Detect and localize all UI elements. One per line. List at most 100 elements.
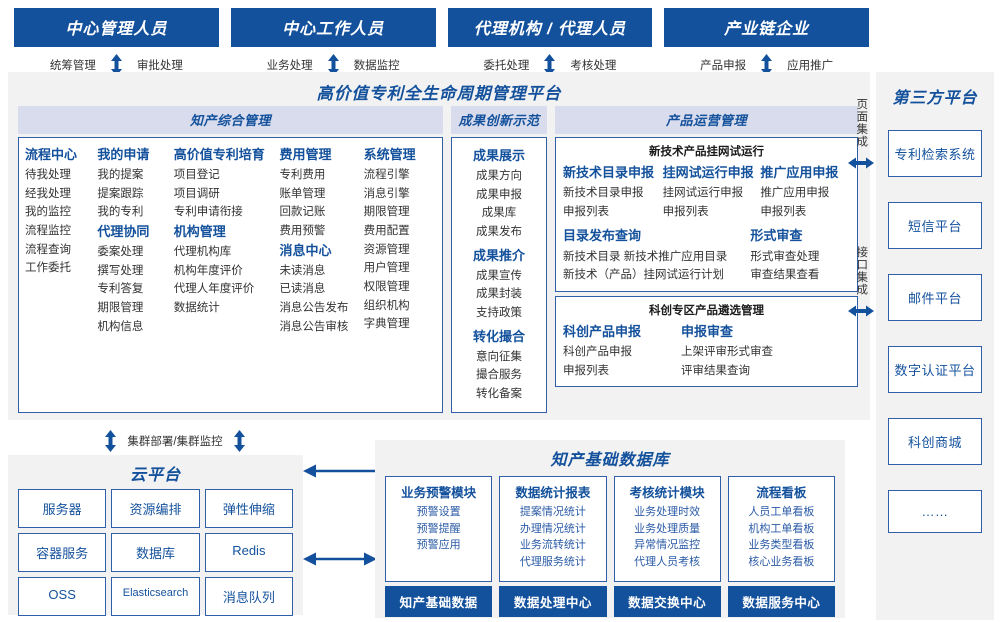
menu-item[interactable]: 消息引擎 <box>363 187 410 200</box>
menu-group-title[interactable]: 推广应用申报 <box>760 165 839 180</box>
menu-item[interactable]: 挂网试运行申报 <box>662 187 744 200</box>
menu-item[interactable]: 新技术（产品）挂网试运行计划 <box>563 269 724 282</box>
database-footer-button[interactable]: 知产基础数据 <box>385 586 493 617</box>
cloud-service-cell[interactable]: 数据库 <box>111 533 200 572</box>
menu-group-title[interactable]: 我的申请 <box>97 147 150 162</box>
cloud-service-cell[interactable]: 容器服务 <box>18 533 107 572</box>
menu-item[interactable]: 期限管理 <box>97 302 144 315</box>
menu-item[interactable]: 转化备案 <box>476 388 522 401</box>
third-party-item[interactable]: 专利检索系统 <box>888 130 982 177</box>
menu-item[interactable]: 机构信息 <box>97 320 144 333</box>
menu-item[interactable]: 形式审查处理 <box>750 250 820 263</box>
cloud-service-cell[interactable]: 资源编排 <box>111 489 200 528</box>
menu-item[interactable]: 申报列表 <box>563 205 609 218</box>
menu-item[interactable]: 账单管理 <box>279 187 326 200</box>
menu-item[interactable]: 专利费用 <box>279 169 326 182</box>
menu-item[interactable]: 代理人年度评价 <box>173 283 255 296</box>
menu-item[interactable]: 专利申请衔接 <box>173 206 243 219</box>
menu-group-title[interactable]: 代理协同 <box>97 224 150 240</box>
database-footer-button[interactable]: 数据处理中心 <box>499 586 607 617</box>
database-card-item[interactable]: 业务处理时效 <box>634 506 701 518</box>
menu-item[interactable]: 用户管理 <box>363 262 410 275</box>
third-party-item[interactable]: …… <box>888 490 982 533</box>
menu-item[interactable]: 待我处理 <box>25 169 71 182</box>
database-card-item[interactable]: 预警提醒 <box>416 522 461 535</box>
database-card-item[interactable]: 异常情况监控 <box>634 539 701 551</box>
menu-item[interactable]: 科创产品申报 <box>563 345 632 358</box>
menu-item[interactable]: 审查结果查看 <box>750 269 820 282</box>
menu-item[interactable]: 流程查询 <box>25 243 71 256</box>
cloud-service-cell[interactable]: 服务器 <box>18 489 107 528</box>
menu-group-title[interactable]: 挂网试运行申报 <box>662 165 754 180</box>
database-footer-button[interactable]: 数据服务中心 <box>727 586 835 617</box>
menu-item[interactable]: 消息公告审核 <box>279 320 349 333</box>
third-party-item[interactable]: 邮件平台 <box>888 274 982 321</box>
third-party-item[interactable]: 数字认证平台 <box>888 346 982 393</box>
menu-item[interactable]: 申报列表 <box>662 205 709 218</box>
menu-group-title[interactable]: 成果展示 <box>472 148 525 163</box>
database-card-item[interactable]: 业务处理质量 <box>634 522 701 535</box>
database-card-item[interactable]: 预警设置 <box>416 506 461 518</box>
menu-item[interactable]: 流程监控 <box>25 225 71 238</box>
menu-item[interactable]: 权限管理 <box>363 280 410 293</box>
database-card-item[interactable]: 业务类型看板 <box>748 539 815 551</box>
menu-group-title[interactable]: 申报审查 <box>681 323 734 339</box>
menu-item[interactable]: 委案处理 <box>97 246 144 259</box>
menu-item[interactable]: 项目登记 <box>173 169 220 182</box>
third-party-item[interactable]: 科创商城 <box>888 418 982 465</box>
menu-item[interactable]: 提案跟踪 <box>97 187 144 200</box>
database-card-item[interactable]: 业务流转统计 <box>519 539 586 551</box>
menu-item[interactable]: 成果方向 <box>476 170 522 183</box>
menu-item[interactable]: 新技术目录申报 <box>563 187 644 200</box>
menu-item[interactable]: 已读消息 <box>279 283 326 296</box>
menu-group-title[interactable]: 成果推介 <box>472 247 525 263</box>
menu-item[interactable]: 费用配置 <box>363 225 410 238</box>
database-card-item[interactable]: 核心业务看板 <box>748 555 815 568</box>
database-card-item[interactable]: 代理服务统计 <box>519 555 586 568</box>
menu-group-title[interactable]: 机构管理 <box>173 224 226 240</box>
cloud-service-cell[interactable]: Redis <box>204 533 293 572</box>
menu-item[interactable]: 项目调研 <box>173 187 220 200</box>
menu-item[interactable]: 支持政策 <box>476 307 522 320</box>
menu-item[interactable]: 成果封装 <box>476 288 522 301</box>
database-card-item[interactable]: 代理人员考核 <box>634 555 701 568</box>
menu-item[interactable]: 资源管理 <box>363 243 410 256</box>
menu-item[interactable]: 成果申报 <box>476 188 522 201</box>
menu-item[interactable]: 意向征集 <box>476 350 522 363</box>
menu-item[interactable]: 撰写处理 <box>97 264 144 277</box>
menu-item[interactable]: 组织机构 <box>363 299 410 312</box>
third-party-item[interactable]: 短信平台 <box>888 202 982 249</box>
menu-item[interactable]: 工作委托 <box>25 262 71 275</box>
menu-item[interactable]: 数据统计 <box>173 302 220 315</box>
cloud-service-cell[interactable]: OSS <box>18 577 107 616</box>
menu-group-title[interactable]: 系统管理 <box>363 147 416 162</box>
menu-group-title[interactable]: 高价值专利培育 <box>173 147 265 162</box>
menu-item[interactable]: 我的专利 <box>97 206 144 219</box>
menu-item[interactable]: 上架评审形式审查 <box>681 345 773 358</box>
menu-group-title[interactable]: 消息中心 <box>279 242 332 258</box>
menu-item[interactable]: 推广应用申报 <box>760 187 830 200</box>
menu-item[interactable]: 成果发布 <box>476 226 522 239</box>
menu-item[interactable]: 字典管理 <box>363 318 410 331</box>
menu-item[interactable]: 消息公告发布 <box>279 302 349 315</box>
cloud-service-cell[interactable]: 消息队列 <box>204 577 293 616</box>
menu-group-title[interactable]: 目录发布查询 <box>563 228 642 244</box>
menu-item[interactable]: 经我处理 <box>25 187 71 200</box>
menu-item[interactable]: 申报列表 <box>563 364 609 377</box>
menu-group-title[interactable]: 科创产品申报 <box>563 323 642 339</box>
cloud-service-cell[interactable]: 弹性伸缩 <box>204 489 293 528</box>
cloud-service-cell[interactable]: Elasticsearch <box>111 577 200 616</box>
database-card-item[interactable]: 人员工单看板 <box>748 506 815 518</box>
menu-group-title[interactable]: 形式审查 <box>750 228 803 244</box>
menu-item[interactable]: 我的监控 <box>25 206 71 219</box>
database-card-item[interactable]: 办理情况统计 <box>519 522 586 535</box>
menu-item[interactable]: 成果库 <box>481 207 517 220</box>
menu-item[interactable]: 未读消息 <box>279 264 326 277</box>
menu-item[interactable]: 费用预警 <box>279 225 326 238</box>
menu-item[interactable]: 流程引擎 <box>363 169 410 182</box>
menu-group-title[interactable]: 费用管理 <box>279 147 332 162</box>
menu-item[interactable]: 撮合服务 <box>476 369 522 382</box>
database-card-item[interactable]: 提案情况统计 <box>519 506 586 518</box>
menu-item[interactable]: 回款记账 <box>279 206 326 219</box>
menu-item[interactable]: 机构年度评价 <box>173 264 243 277</box>
